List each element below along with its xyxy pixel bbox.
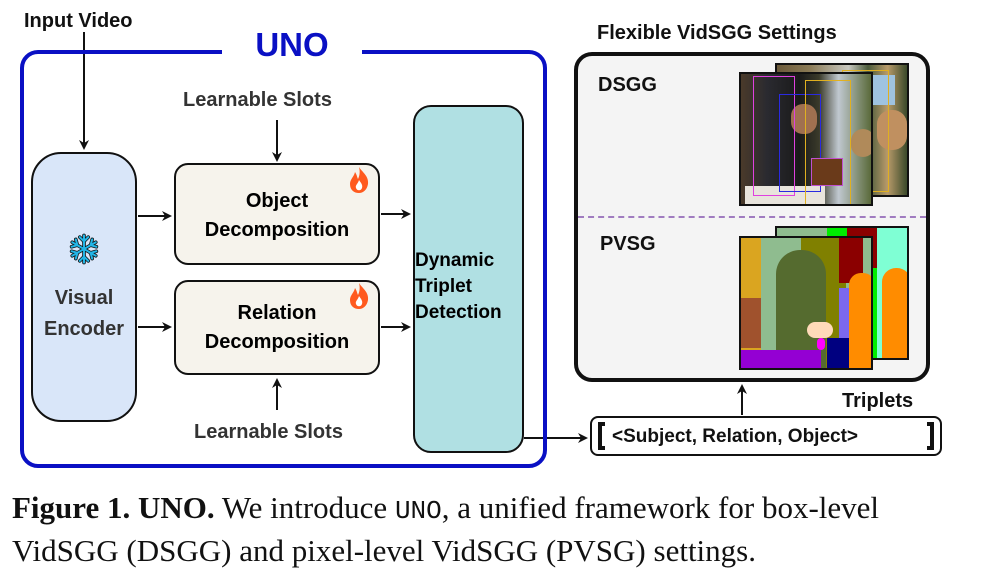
caption-mono: UNO	[394, 496, 442, 526]
caption-text-a: We introduce	[214, 490, 395, 525]
input-video-label: Input Video	[24, 10, 133, 32]
divider	[578, 216, 926, 218]
snowflake-icon	[68, 233, 100, 265]
dynamic-triplet-line1: Dynamic	[415, 250, 495, 271]
uno-title: UNO	[222, 26, 362, 64]
object-decomposition-line1: Object	[245, 190, 309, 212]
relation-decomposition-line2: Decomposition	[204, 330, 350, 353]
dsgg-label: DSGG	[598, 74, 657, 96]
relation-decomposition-block: Relation Decomposition	[174, 280, 380, 375]
learnable-slots-bottom-label: Learnable Slots	[194, 421, 343, 443]
relation-decomposition-line1: Relation	[237, 301, 317, 324]
dynamic-triplet-detection-block: Dynamic Triplet Detection	[413, 105, 524, 453]
pvsg-frame-front	[739, 236, 873, 370]
bracket-left	[598, 422, 605, 450]
triplet-output-box: <Subject, Relation, Object>	[590, 416, 942, 456]
dynamic-triplet-line2: Triplet	[415, 275, 473, 297]
flame-icon	[350, 167, 369, 193]
caption-text-b: , a unified framework for box-level VidS…	[12, 490, 880, 568]
object-decomposition-block: Object Decomposition	[174, 163, 380, 265]
flame-icon	[350, 283, 369, 309]
figure-caption: Figure 1. UNO. We introduce UNO, a unifi…	[12, 488, 977, 571]
caption-prefix: Figure 1. UNO.	[12, 490, 215, 525]
dynamic-triplet-line3: Detection	[415, 301, 502, 323]
object-decomposition-line2: Decomposition	[204, 219, 350, 241]
visual-encoder-line1: Visual	[54, 287, 114, 309]
dsgg-frame-front	[739, 72, 873, 206]
visual-encoder-block: Visual Encoder	[31, 152, 137, 422]
visual-encoder-line2: Encoder	[43, 318, 125, 340]
bracket-right	[927, 422, 934, 450]
settings-title: Flexible VidSGG Settings	[597, 22, 837, 44]
triplet-content: <Subject, Relation, Object>	[612, 426, 859, 447]
pvsg-label: PVSG	[600, 233, 656, 255]
triplets-label: Triplets	[842, 390, 914, 412]
learnable-slots-top-label: Learnable Slots	[183, 89, 332, 111]
